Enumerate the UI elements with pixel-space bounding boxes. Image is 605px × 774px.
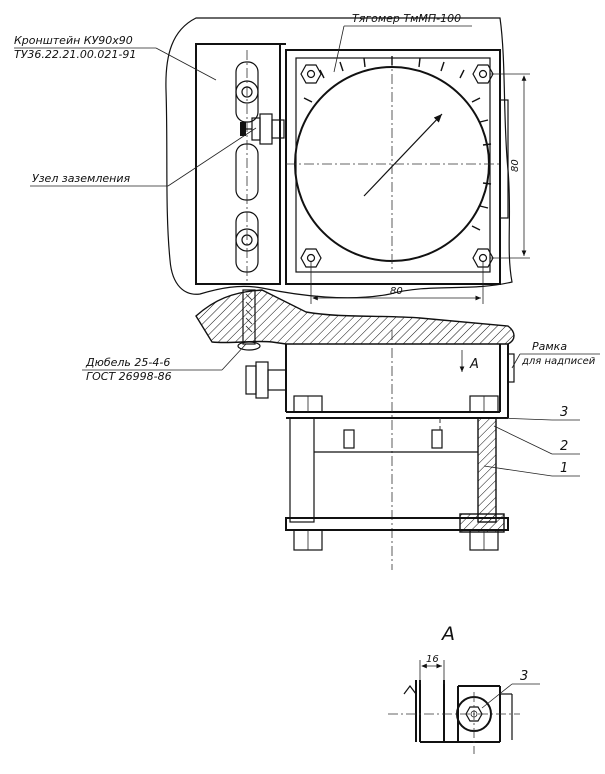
corner-nut-bl bbox=[300, 248, 322, 268]
position-number-3: 3 bbox=[560, 405, 568, 420]
bracket-plate bbox=[195, 43, 286, 285]
label-frame: Рамка для надписей bbox=[511, 340, 600, 369]
label-gauge: Тягомер ТмМП-100 bbox=[333, 12, 472, 73]
dial-scale-ticks bbox=[303, 56, 492, 231]
label-frame-line2: для надписей bbox=[521, 356, 596, 367]
dimension-gauge-width: 80 bbox=[310, 262, 484, 304]
gauge-panel bbox=[285, 49, 509, 285]
position-callout-3: 3 bbox=[497, 405, 580, 421]
wall-break-outline bbox=[165, 17, 513, 299]
stand-offs bbox=[285, 417, 509, 551]
dimension-text-gauge-width: 80 bbox=[390, 286, 403, 297]
label-grounding: Узел заземления bbox=[30, 127, 257, 187]
corner-nut-tl bbox=[300, 64, 322, 84]
label-dowel-line1: Дюбель 25-4-6 bbox=[85, 356, 170, 369]
position-number-2: 2 bbox=[560, 439, 568, 454]
label-bracket: Кронштейн КУ90х90 ТУ36.22.21.00.021-91 bbox=[14, 34, 217, 81]
position-callout-2: 2 bbox=[493, 425, 580, 455]
label-frame-line1: Рамка bbox=[532, 340, 567, 353]
dial-pointer bbox=[363, 113, 443, 197]
detail-position-number-3: 3 bbox=[520, 669, 528, 684]
dimension-text-gauge-height: 80 bbox=[510, 159, 521, 172]
dimension-gauge-height: 80 bbox=[490, 73, 530, 259]
label-grounding-text: Узел заземления bbox=[32, 172, 130, 185]
position-callout-1: 1 bbox=[483, 461, 580, 477]
wall-section bbox=[195, 289, 515, 351]
view-a-detail: 16 3 bbox=[388, 654, 540, 754]
label-bracket-line1: Кронштейн КУ90х90 bbox=[14, 34, 133, 47]
grounding-node bbox=[240, 113, 285, 145]
label-dowel: Дюбель 25-4-6 ГОСТ 26998-86 bbox=[82, 343, 247, 383]
position-number-1: 1 bbox=[560, 461, 568, 476]
label-dowel-line2: ГОСТ 26998-86 bbox=[86, 370, 172, 383]
view-arrow-label: А bbox=[469, 357, 479, 372]
label-bracket-line2: ТУ36.22.21.00.021-91 bbox=[14, 48, 136, 61]
label-gauge-text: Тягомер ТмМП-100 bbox=[352, 12, 461, 25]
lower-bracket: А bbox=[245, 330, 515, 570]
dimension-text-detail-width: 16 bbox=[426, 654, 439, 665]
view-title: А bbox=[440, 623, 455, 645]
